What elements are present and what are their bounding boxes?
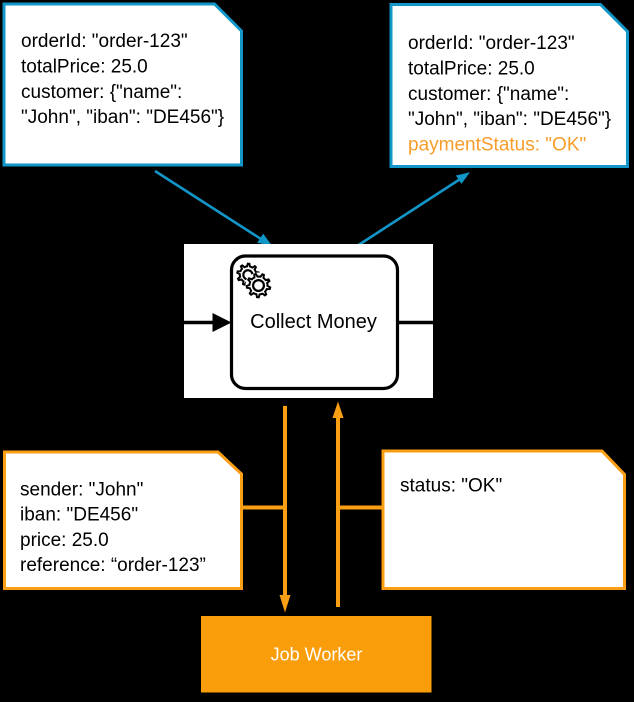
svg-text:"John", "iban": "DE456"}: "John", "iban": "DE456"} (408, 109, 611, 130)
svg-text:price: 25.0: price: 25.0 (20, 530, 109, 551)
svg-text:sender: "John": sender: "John" (20, 480, 143, 501)
svg-text:paymentStatus: "OK": paymentStatus: "OK" (408, 135, 586, 156)
svg-text:orderId: "order-123": orderId: "order-123" (408, 33, 575, 54)
svg-text:"John", "iban": "DE456"}: "John", "iban": "DE456"} (21, 107, 224, 128)
svg-text:orderId: "order-123": orderId: "order-123" (21, 31, 188, 52)
svg-text:Job Worker: Job Worker (271, 645, 363, 665)
svg-text:reference: “order-123”: reference: “order-123” (20, 555, 206, 576)
svg-text:totalPrice: 25.0: totalPrice: 25.0 (408, 59, 535, 80)
svg-text:customer: {"name":: customer: {"name": (408, 84, 569, 105)
svg-text:iban: "DE456": iban: "DE456" (20, 505, 138, 526)
svg-text:Collect Money: Collect Money (250, 311, 377, 333)
svg-text:status: "OK": status: "OK" (400, 476, 502, 497)
svg-text:customer: {"name":: customer: {"name": (21, 82, 182, 103)
svg-text:totalPrice: 25.0: totalPrice: 25.0 (21, 57, 148, 78)
